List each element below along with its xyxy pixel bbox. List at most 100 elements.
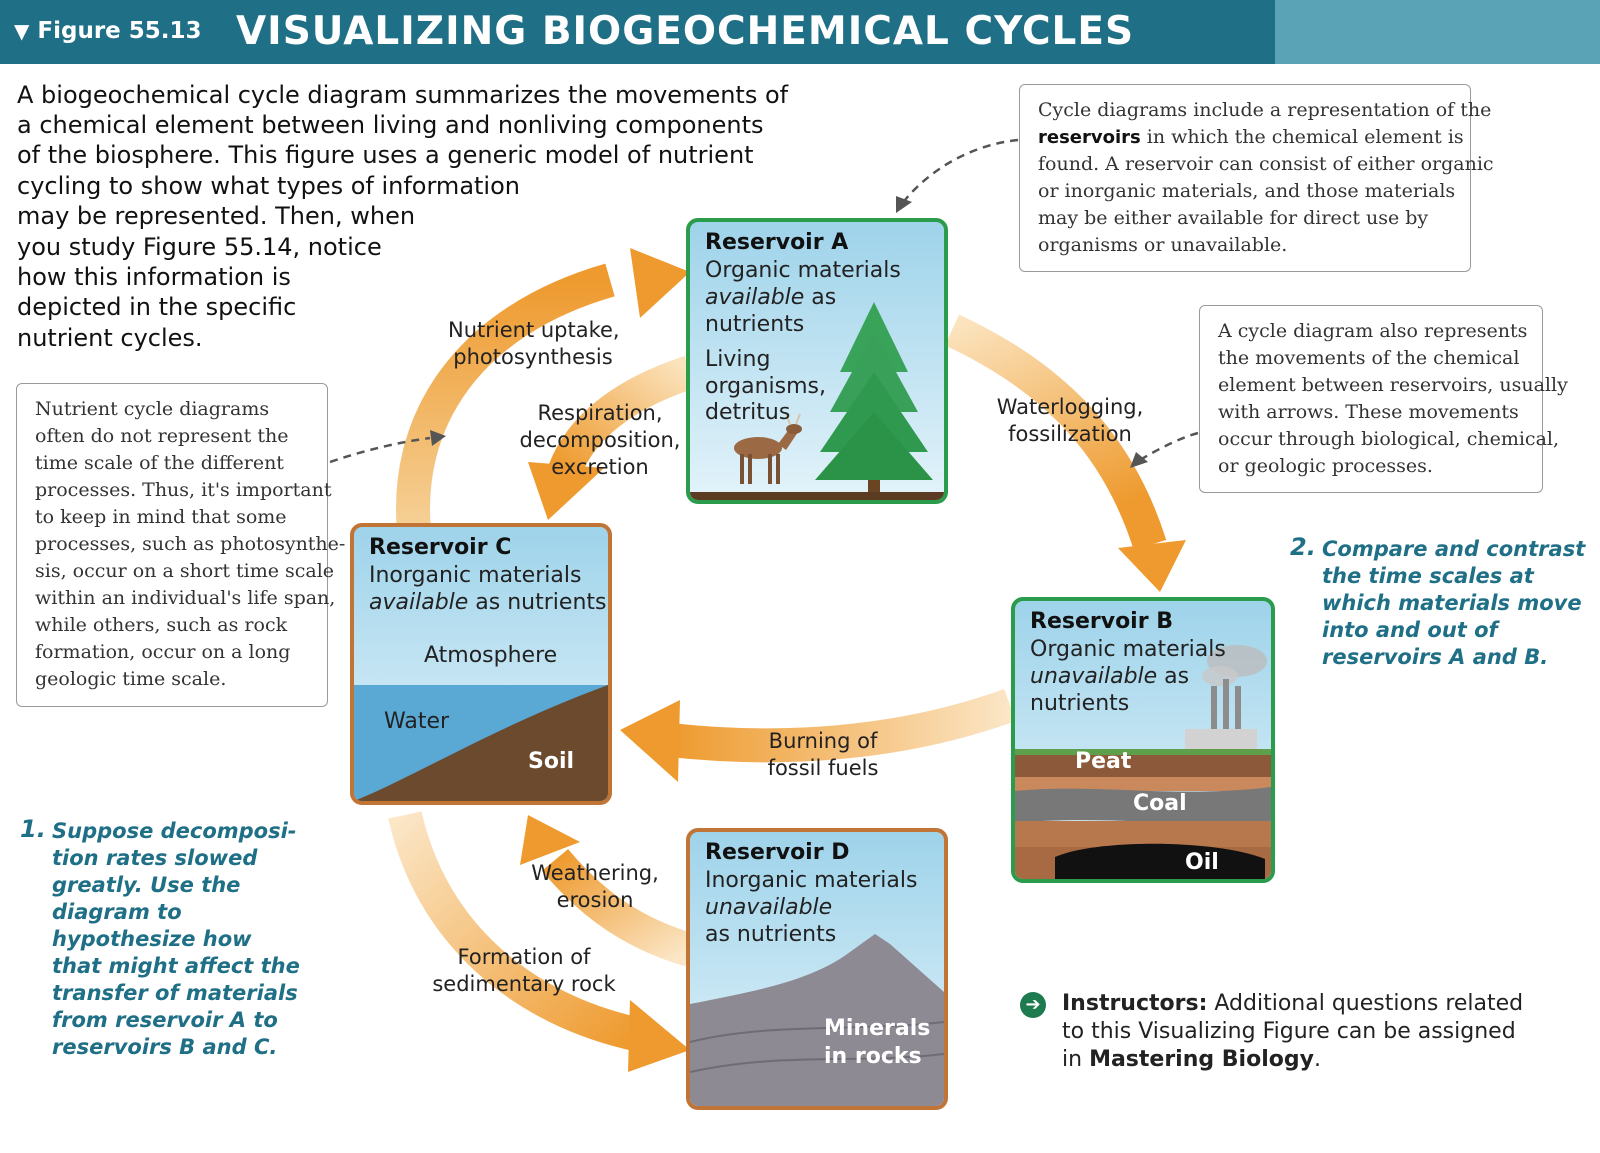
intro-line: may be represented. Then, when: [17, 202, 416, 230]
reservoir-c-availability: available: [369, 590, 469, 615]
question-line: hypothesize how: [52, 927, 252, 951]
arrow-waterlogging: [944, 314, 1186, 592]
instructors-note: ➔ Instructors: Additional questions rela…: [1020, 990, 1523, 1074]
reservoir-a-line: nutrients: [705, 312, 805, 337]
question-line: which materials move: [1322, 591, 1582, 615]
intro-line: of the biosphere. This figure uses a gen…: [17, 141, 754, 169]
process-waterlogging: Waterlogging, fossilization: [990, 394, 1150, 448]
process-line: erosion: [556, 888, 634, 912]
callout-line: element between reservoirs, usually: [1218, 374, 1568, 396]
tree-icon: [815, 302, 933, 492]
reservoir-c-line-rest: as nutrients: [468, 590, 607, 615]
reservoir-b-illustration: [1015, 645, 1271, 879]
reservoir-c: Reservoir C Inorganic materials availabl…: [350, 523, 612, 805]
process-line: Nutrient uptake,: [448, 318, 620, 342]
reservoir-c-title: Reservoir C: [369, 535, 512, 560]
intro-line: you study Figure 55.14, notice: [17, 233, 382, 261]
reservoir-a-line: Organic materials: [705, 258, 901, 283]
reservoir-a-title: Reservoir A: [705, 230, 849, 255]
reservoir-d-illustration: [690, 934, 944, 1106]
process-line: fossilization: [1008, 422, 1132, 446]
intro-line: A biogeochemical cycle diagram summarize…: [17, 81, 789, 109]
process-weathering: Weathering, erosion: [528, 860, 662, 914]
arrow-respiration: [528, 355, 696, 520]
question-line: diagram to: [52, 900, 182, 924]
question-line: transfer of materials: [52, 981, 298, 1005]
reservoir-d-line: unavailable: [705, 895, 832, 920]
deer-icon: [734, 413, 802, 484]
instructors-label: Instructors:: [1062, 991, 1208, 1016]
callout-timescale: Nutrient cycle diagrams often do not rep…: [16, 383, 345, 707]
water-label: Water: [384, 709, 450, 734]
peat-label: Peat: [1075, 749, 1132, 774]
instructors-line: Instructors: Additional questions relate…: [1062, 990, 1523, 1018]
earth-layer-lower: [1015, 821, 1271, 847]
connector-movements: [1130, 431, 1199, 468]
figure-number: Figure 55.13: [37, 18, 202, 44]
reservoir-d-line: as nutrients: [705, 922, 837, 947]
reservoir-b-line: Organic materials: [1030, 637, 1226, 662]
callout-line: with arrows. These movements: [1218, 401, 1519, 423]
instructors-line-rest: Additional questions related: [1207, 991, 1524, 1016]
process-line: excretion: [551, 455, 649, 479]
reservoir-a-subline: detritus: [705, 400, 791, 425]
instructors-post: .: [1313, 1047, 1321, 1072]
arrow-circle-icon[interactable]: ➔: [1020, 992, 1046, 1018]
grass-strip: [1015, 749, 1271, 755]
soil-area: [354, 685, 608, 801]
callout-movements: A cycle diagram also represents the move…: [1199, 305, 1568, 493]
reservoir-c-line: available as nutrients: [369, 590, 606, 615]
arrow-burning: [620, 689, 1016, 782]
callout-bold-term: reservoirs: [1038, 127, 1141, 148]
factory-icon: [1185, 645, 1267, 751]
instructors-line: in Mastering Biology.: [1062, 1046, 1523, 1074]
header-band: [0, 0, 1285, 64]
callout-line: sis, occur on a short time scale: [35, 560, 335, 582]
callout-line-rest: in which the chemical element is: [1146, 126, 1464, 148]
callout-reservoirs: Cycle diagrams include a representation …: [1019, 84, 1494, 272]
question-line: tion rates slowed: [52, 846, 258, 870]
process-line: Formation of: [457, 945, 591, 969]
callout-line: organisms or unavailable.: [1038, 234, 1288, 256]
reservoir-a-illustration: [690, 302, 944, 500]
question-line: that might affect the: [52, 954, 300, 978]
reservoir-d-title: Reservoir D: [705, 840, 850, 865]
reservoir-c-line: Inorganic materials: [369, 563, 582, 588]
collapse-triangle-icon: ▼: [14, 19, 30, 43]
arrow-formation: [388, 811, 690, 1072]
reservoir-a-line: available as: [705, 285, 836, 310]
process-line: fossil fuels: [767, 756, 879, 780]
reservoir-b-availability: unavailable: [1030, 664, 1158, 689]
question-number: 2.: [1290, 533, 1316, 561]
reservoir-a-subline: organisms,: [705, 374, 826, 399]
callout-line: reservoirs in which the chemical element…: [1038, 124, 1494, 151]
callout-line: may be either available for direct use b…: [1038, 207, 1429, 229]
question-line: into and out of: [1322, 618, 1498, 642]
minerals-label: in rocks: [824, 1044, 922, 1069]
process-line: Weathering,: [531, 861, 659, 885]
reservoir-b-line: unavailable as: [1030, 664, 1189, 689]
process-formation: Formation of sedimentary rock: [432, 944, 616, 998]
ground-strip: [690, 492, 944, 500]
minerals-label: Minerals: [824, 1016, 931, 1041]
mastering-biology-link[interactable]: Mastering Biology: [1089, 1047, 1314, 1072]
connector-timescale: [329, 430, 446, 464]
reservoir-d: Reservoir D Inorganic materials unavaila…: [686, 828, 948, 1110]
reservoir-a-subline: Living: [705, 347, 771, 372]
instructors-line: to this Visualizing Figure can be assign…: [1062, 1019, 1516, 1044]
callout-line: formation, occur on a long: [35, 641, 291, 663]
callout-line: or geologic processes.: [1218, 455, 1433, 477]
question-line: from reservoir A to: [52, 1008, 278, 1032]
reservoir-b-title: Reservoir B: [1030, 609, 1173, 634]
reservoir-a-line-rest: as: [804, 285, 837, 310]
callout-line: Cycle diagrams include a representation …: [1038, 99, 1492, 121]
reservoir-a-availability: available: [705, 285, 805, 310]
question-1: 1. Suppose decomposi- tion rates slowed …: [20, 816, 320, 1061]
instructors-pre: in: [1062, 1047, 1090, 1072]
question-line: reservoirs A and B.: [1322, 645, 1549, 669]
intro-line: nutrient cycles.: [17, 324, 203, 352]
callout-line: occur through biological, chemical,: [1218, 428, 1560, 450]
process-line: photosynthesis: [453, 345, 613, 369]
intro-line: how this information is: [17, 263, 291, 291]
